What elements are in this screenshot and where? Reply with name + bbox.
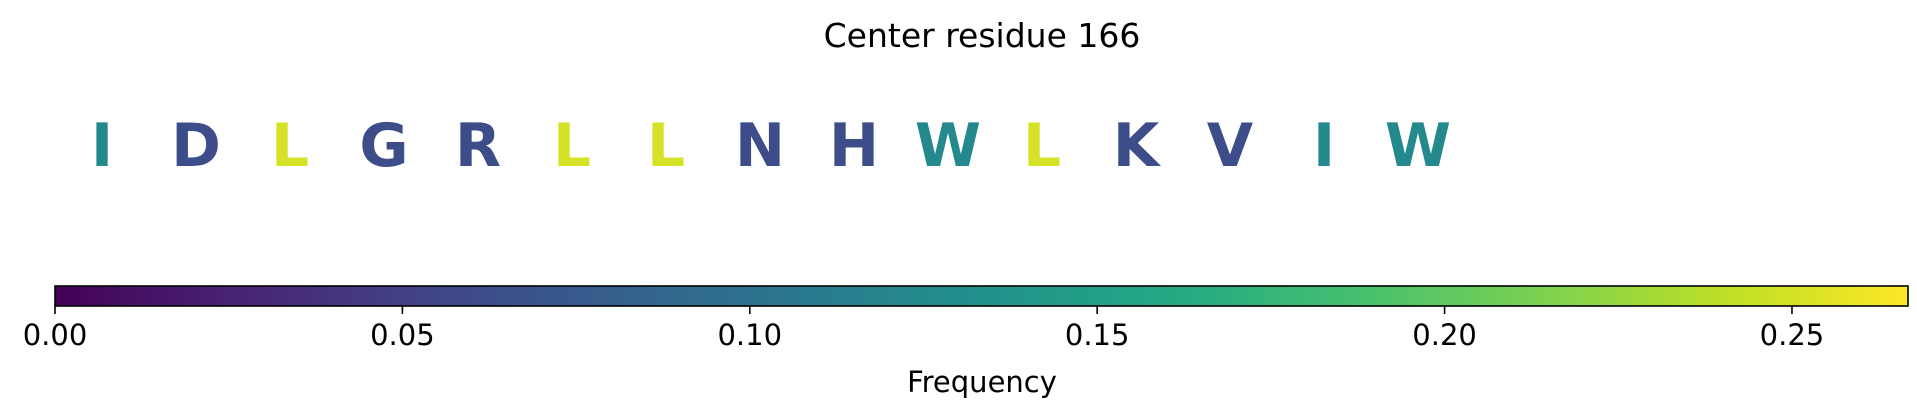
residue-letter: K <box>1113 111 1162 181</box>
residue-letter: L <box>1023 111 1061 181</box>
residue-letter: V <box>1207 111 1254 181</box>
tick-label: 0.10 <box>717 318 782 352</box>
residue-letter: H <box>829 111 879 181</box>
tick-label: 0.20 <box>1412 318 1477 352</box>
tick-label: 0.00 <box>23 318 88 352</box>
colorbar: 0.00 0.05 0.10 0.15 0.20 0.25 Frequency <box>23 285 1909 399</box>
residue-letter: L <box>553 111 591 181</box>
colorbar-ticks: 0.00 0.05 0.10 0.15 0.20 0.25 <box>23 306 1825 352</box>
tick-label: 0.15 <box>1065 318 1130 352</box>
tick-label: 0.25 <box>1760 318 1825 352</box>
colorbar-gradient <box>55 286 1908 306</box>
residue-letter: R <box>455 111 501 181</box>
residue-letter: I <box>91 111 113 181</box>
residue-letter: W <box>915 111 981 181</box>
residue-letter: L <box>647 111 685 181</box>
residue-letter: N <box>735 111 785 181</box>
residue-letter: W <box>1385 111 1451 181</box>
residue-letter: I <box>1313 111 1335 181</box>
chart-title: Center residue 166 <box>824 16 1141 55</box>
colorbar-frame <box>54 285 1909 307</box>
residue-letter: G <box>359 111 408 181</box>
residue-letter: L <box>271 111 309 181</box>
residue-letter: D <box>171 111 221 181</box>
tick-label: 0.05 <box>370 318 435 352</box>
colorbar-label: Frequency <box>907 365 1057 399</box>
